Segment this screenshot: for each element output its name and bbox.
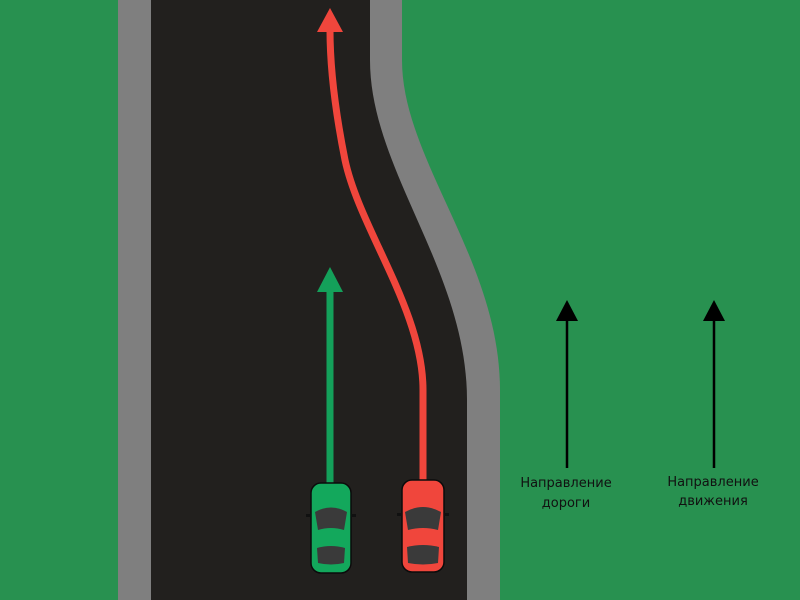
green-car — [306, 482, 356, 574]
green-arrow-head — [317, 267, 343, 292]
movement-direction-arrow-icon — [703, 300, 725, 321]
red-path-line — [326, 29, 427, 485]
road-direction-label-1: Направление — [520, 476, 611, 491]
asphalt — [151, 0, 467, 600]
movement-direction-label-2: движения — [678, 494, 748, 509]
road-direction-label-2: дороги — [542, 496, 590, 511]
red-arrow-head — [317, 8, 343, 32]
red-car — [397, 479, 449, 573]
movement-direction-label-1: Направление — [667, 475, 758, 490]
road-direction-arrow-icon — [556, 300, 578, 321]
left-curb — [118, 0, 152, 600]
